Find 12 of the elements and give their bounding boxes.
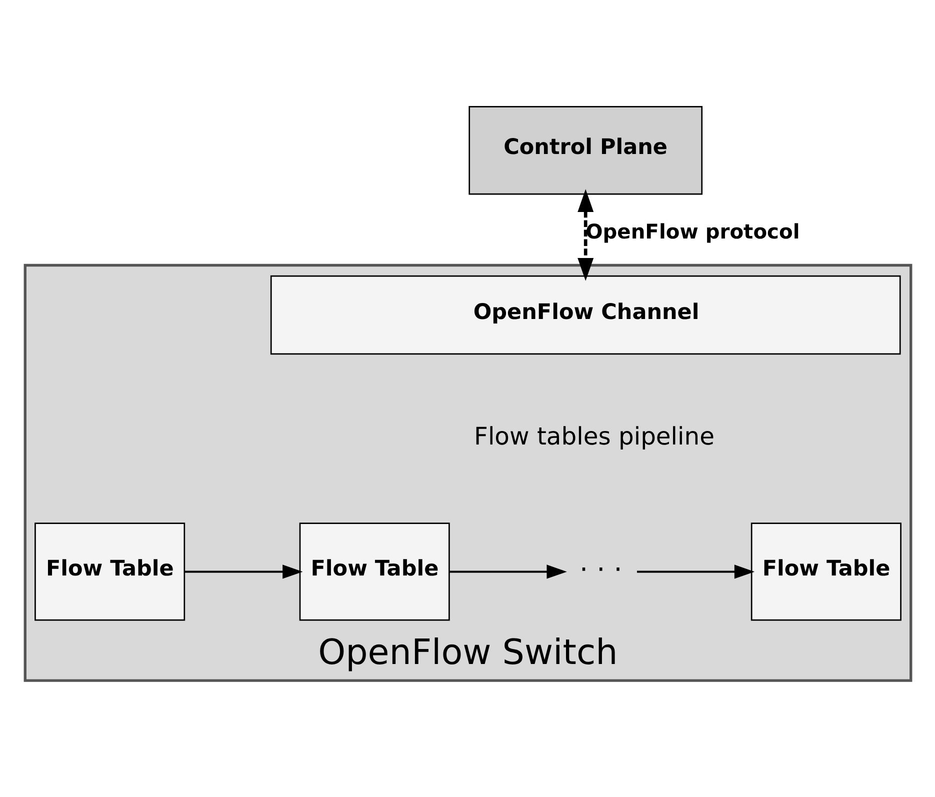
edge-label: OpenFlow protocol xyxy=(585,218,800,243)
arrow xyxy=(577,188,594,280)
node-box: Control Plane xyxy=(468,106,702,194)
arrow xyxy=(184,564,302,578)
node-box: Flow Table xyxy=(750,522,901,620)
node-box: OpenFlow Channel xyxy=(270,274,900,354)
node-text: · · · xyxy=(579,554,622,585)
node-box: Flow Table xyxy=(298,522,450,620)
label: Flow tables pipeline xyxy=(474,422,714,450)
node-box: Flow Table xyxy=(34,522,185,620)
arrow xyxy=(449,564,566,578)
arrow xyxy=(636,564,754,578)
